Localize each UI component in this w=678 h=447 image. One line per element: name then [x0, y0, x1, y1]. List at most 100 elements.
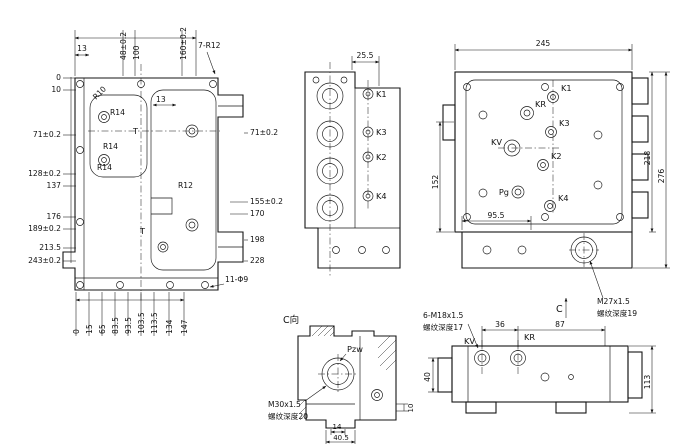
port-label-top-pg: Pg — [499, 187, 509, 197]
port-label-pzw: Pzw — [347, 344, 363, 354]
port-label-top-kr: KR — [535, 99, 546, 109]
dim-top-152: 152 — [431, 175, 440, 190]
dim-front-top-48: 48±0.2 — [119, 32, 128, 60]
bottom-dims: 36 87 113 40 — [423, 320, 656, 414]
dim-front-top-13: 13 — [77, 44, 87, 53]
detail-c-outline — [297, 325, 397, 429]
top-bottom-strip — [461, 231, 633, 269]
thread-note-m18-line1: 6-M18x1.5 — [423, 311, 464, 320]
m18-note: 6-M18x1.5 螺纹深度17 — [423, 311, 479, 349]
front-right-dims: 71±0.2 155±0.2 170 198 228 11-Φ9 — [209, 128, 283, 288]
bottom-outline — [451, 345, 629, 403]
front-outline — [62, 77, 244, 291]
thread-note-m18-line2: 螺纹深度17 — [423, 322, 463, 332]
dim-front-left-8: 243±0.2 — [28, 256, 61, 265]
section-arrow-label: C — [556, 304, 563, 315]
dim-front-bottom-8: 147 — [180, 319, 189, 334]
dim-front-left-7: 213.5 — [39, 243, 61, 252]
side-top-dim: 25.5 — [351, 51, 380, 86]
dim-front-right-1: 155±0.2 — [250, 197, 283, 206]
radius-label-r14c: R14 — [97, 163, 112, 172]
front-top-dims: 13 48±0.2 100 160±0.2 7-R12 — [74, 27, 221, 76]
dim-front-bottom-0: 0 — [72, 329, 81, 334]
port-k2-circle — [362, 151, 374, 163]
dim-front-left-4: 137 — [47, 181, 62, 190]
top-dims: 245 218 276 152 95.5 — [431, 39, 670, 269]
port-label-top-k3: K3 — [559, 118, 570, 128]
top-ports: K1 KR K3 K2 KV Pg K4 — [491, 83, 572, 212]
dim-front-left-5: 176 — [47, 212, 62, 221]
radius-label-r10: R10 — [91, 84, 108, 101]
dim-top-245: 245 — [536, 39, 551, 48]
dim-front-left-3: 128±0.2 — [28, 169, 61, 178]
dim-bottom-40: 40 — [423, 372, 432, 382]
front-view: 0 10 71±0.2 128±0.2 137 176 189±0.2 213.… — [28, 27, 283, 336]
dim-front-right-3: 198 — [250, 235, 265, 244]
front-left-dims: 0 10 71±0.2 128±0.2 137 176 189±0.2 213.… — [28, 73, 76, 265]
thread-note-m27-line2: 螺纹深度19 — [597, 308, 637, 318]
dim-top-218: 218 — [643, 151, 652, 166]
detail-c-title: C向 — [283, 314, 299, 326]
side-view: K1 K3 K2 K4 25.5 — [304, 51, 401, 278]
corner-radius-note: 7-R12 — [198, 41, 221, 50]
port-label-k1: K1 — [376, 89, 387, 99]
port-label-top-k1: K1 — [561, 83, 572, 93]
top-holes — [463, 83, 624, 255]
bottom-view: KV KR 36 87 113 40 6-M18x1.5 螺纹深度17 — [423, 311, 656, 414]
dim-front-bottom-7: 134 — [165, 319, 174, 334]
dim-front-left-0: 0 — [56, 73, 61, 82]
dim-bottom-36: 36 — [495, 320, 505, 329]
dim-front-bottom-6: 113.5 — [150, 312, 159, 334]
detail-c-dims: 14 40.5 10 — [325, 404, 415, 444]
dim-top-276: 276 — [657, 169, 666, 184]
thread-note-m30-line2: 螺纹深度20 — [268, 411, 308, 421]
port-label-t-upper: T — [132, 126, 139, 136]
dim-front-bottom-3: 83.5 — [111, 317, 120, 334]
port-label-top-k2: K2 — [551, 151, 562, 161]
port-k4-circle — [362, 190, 374, 202]
front-bottom-dims: 0 15 65 83.5 93.5 103.5 113.5 134 147 — [72, 292, 189, 336]
thread-note-m30-line1: M30x1.5 — [268, 400, 301, 409]
dim-top-95-5: 95.5 — [488, 211, 505, 220]
radius-label-r14a: R14 — [110, 108, 125, 117]
dim-front-left-2: 71±0.2 — [33, 130, 61, 139]
front-holes — [76, 80, 217, 289]
detail-c-hatch — [298, 325, 397, 421]
dim-front-right-4: 228 — [250, 256, 265, 265]
top-view: K1 KR K3 K2 KV Pg K4 M27x1.5 螺纹深度19 C — [431, 39, 670, 318]
dim-front-bottom-5: 103.5 — [137, 312, 146, 334]
thread-note-m27-line1: M27x1.5 — [597, 297, 630, 306]
port-label-top-kv: KV — [491, 137, 502, 147]
port-label-bottom-kr: KR — [524, 332, 535, 342]
dim-front-right-0: 71±0.2 — [250, 128, 278, 137]
port-label-t-lower: T — [139, 226, 146, 236]
m27-port: M27x1.5 螺纹深度19 — [569, 233, 637, 318]
dim-front-bottom-1: 15 — [85, 324, 94, 334]
dim-front-bottom-4: 93.5 — [124, 317, 133, 334]
port-label-k2: K2 — [376, 152, 387, 162]
section-arrow-c: C — [556, 297, 568, 318]
dim-front-bottom-2: 65 — [98, 324, 107, 334]
dim-bottom-87: 87 — [555, 320, 565, 329]
dim-detail-10: 10 — [407, 404, 415, 413]
port-k1-circle — [362, 88, 374, 100]
radius-label-r14b: R14 — [103, 142, 118, 151]
dim-bottom-113: 113 — [643, 375, 652, 390]
front-pocket-right — [150, 89, 217, 271]
holes-count-note: 11-Φ9 — [225, 275, 248, 284]
side-main-ports — [312, 76, 390, 254]
port-k3-circle — [362, 126, 374, 138]
top-outline — [454, 71, 633, 233]
dim-front-right-2: 170 — [250, 209, 265, 218]
side-k-ports: K1 K3 K2 K4 — [362, 88, 387, 202]
dim-side-25-5: 25.5 — [357, 51, 374, 60]
detail-view-c: C向 Pzw M30x1.5 螺纹深度20 14 40.5 — [268, 314, 415, 444]
dim-front-step-13: 13 — [156, 95, 166, 104]
radius-label-r12: R12 — [178, 181, 193, 190]
front-pocket-left — [89, 94, 148, 178]
side-outline — [304, 71, 401, 269]
port-label-top-k4: K4 — [558, 193, 569, 203]
port-label-k3: K3 — [376, 127, 387, 137]
dim-detail-40-5: 40.5 — [333, 434, 349, 442]
port-label-k4: K4 — [376, 191, 387, 201]
